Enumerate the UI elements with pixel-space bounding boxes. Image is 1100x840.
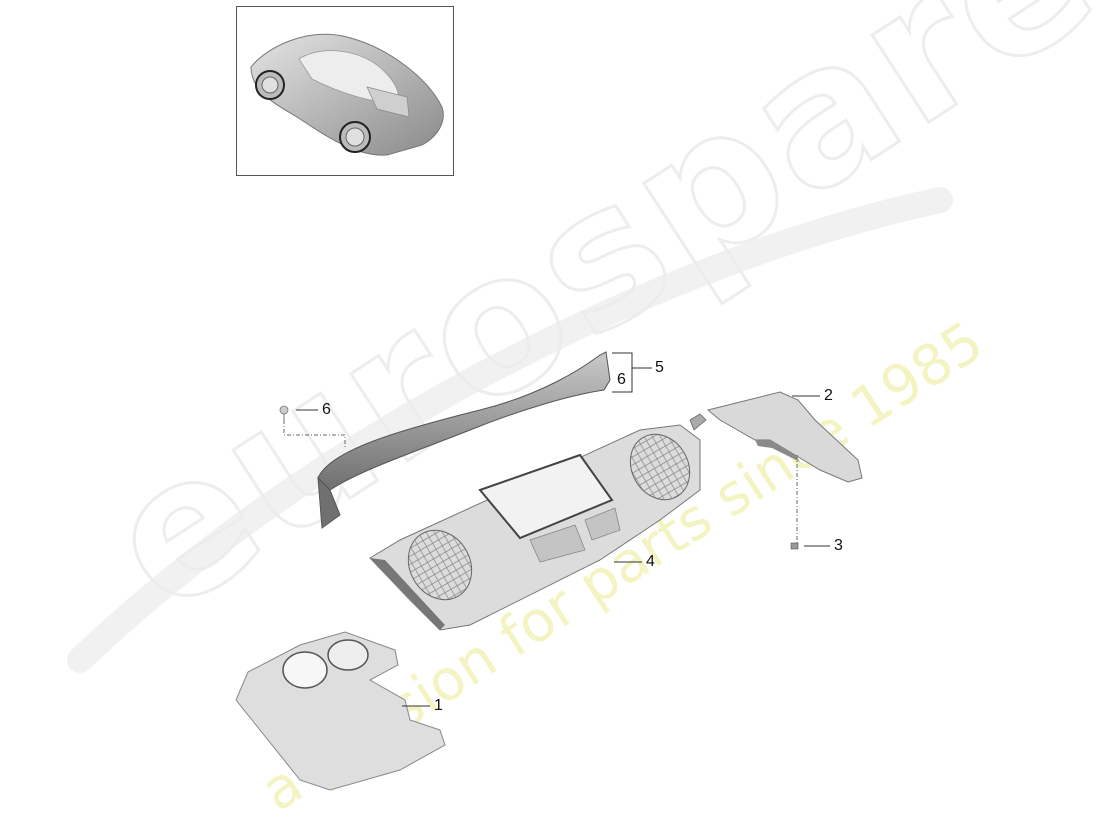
- part-2-right-trim-cover[interactable]: [689, 391, 863, 483]
- part-1-left-lower-trim[interactable]: [235, 631, 446, 791]
- parts-drawing: [235, 351, 863, 791]
- part-5-upper-trim-strip[interactable]: [317, 351, 611, 529]
- part-4-console-panel[interactable]: [369, 424, 701, 631]
- part-3-clip[interactable]: [790, 542, 799, 550]
- car-thumbnail-icon: [250, 33, 444, 156]
- bracket-5: [612, 352, 633, 393]
- part-6-screw[interactable]: [279, 405, 289, 420]
- callout-6[interactable]: 6: [322, 401, 331, 418]
- callout-6-in-bracket[interactable]: 6: [617, 371, 626, 388]
- callout-3[interactable]: 3: [834, 537, 843, 554]
- car-thumbnail: [236, 6, 454, 176]
- callout-5[interactable]: 5: [655, 359, 664, 376]
- callout-2[interactable]: 2: [824, 387, 833, 404]
- callout-1[interactable]: 1: [434, 697, 443, 714]
- dashed-line-6: [283, 420, 346, 448]
- watermark-swoosh: [67, 187, 953, 673]
- callout-4[interactable]: 4: [646, 553, 655, 570]
